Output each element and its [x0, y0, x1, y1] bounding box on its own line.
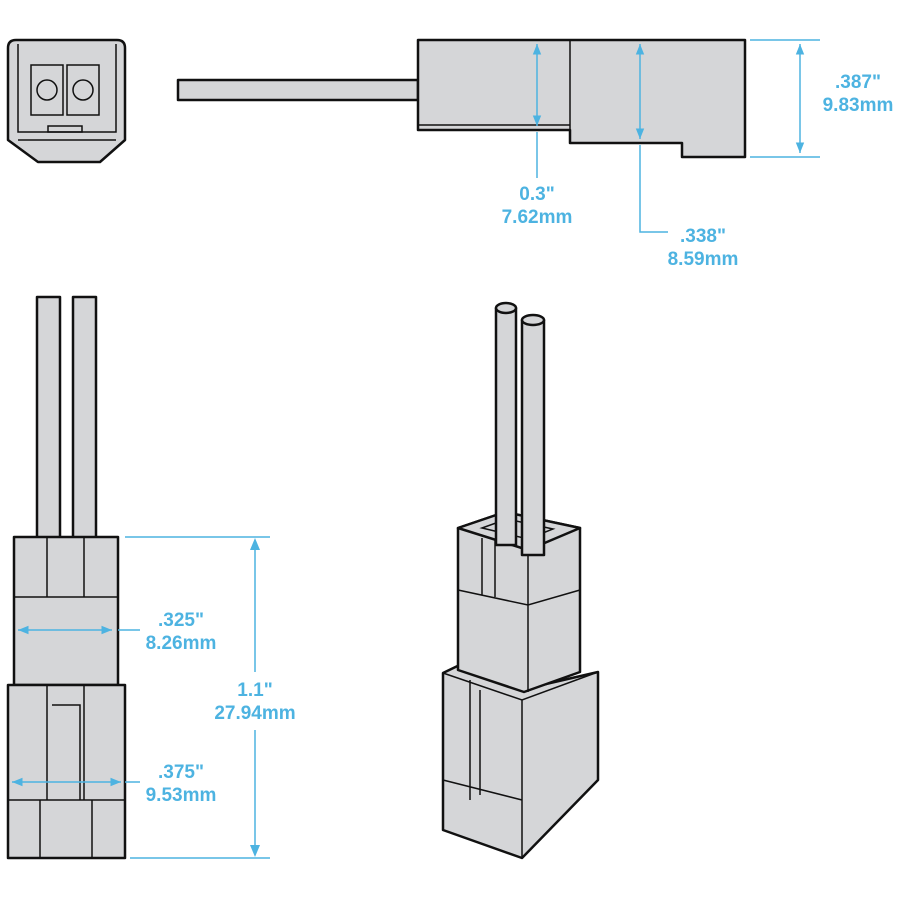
- upper-width-inch-label: .325": [158, 610, 204, 631]
- wire-offset-mm-label: 7.62mm: [502, 207, 573, 228]
- step-offset-mm-label: 8.59mm: [668, 249, 739, 270]
- front-view-dimensions: 1.1" 27.94mm .325" 8.26mm .375" 9.53mm: [12, 536, 296, 859]
- front-view: [6, 295, 127, 860]
- length-mm-label: 27.94mm: [214, 703, 295, 724]
- isometric-view: [441, 301, 600, 860]
- height-inch-label: .387": [835, 72, 881, 93]
- side-view: [176, 38, 747, 159]
- wire-offset-inch-label: 0.3": [519, 184, 554, 205]
- upper-width-mm-label: 8.26mm: [146, 633, 217, 654]
- lower-width-mm-label: 9.53mm: [146, 785, 217, 806]
- step-offset-inch-label: .338": [680, 226, 726, 247]
- side-view-dimensions: .387" 9.83mm 0.3" 7.62mm .338" 8.59mm: [502, 39, 894, 270]
- height-mm-label: 9.83mm: [823, 95, 894, 116]
- lower-width-inch-label: .375": [158, 762, 204, 783]
- end-view: [6, 38, 127, 164]
- length-inch-label: 1.1": [237, 680, 272, 701]
